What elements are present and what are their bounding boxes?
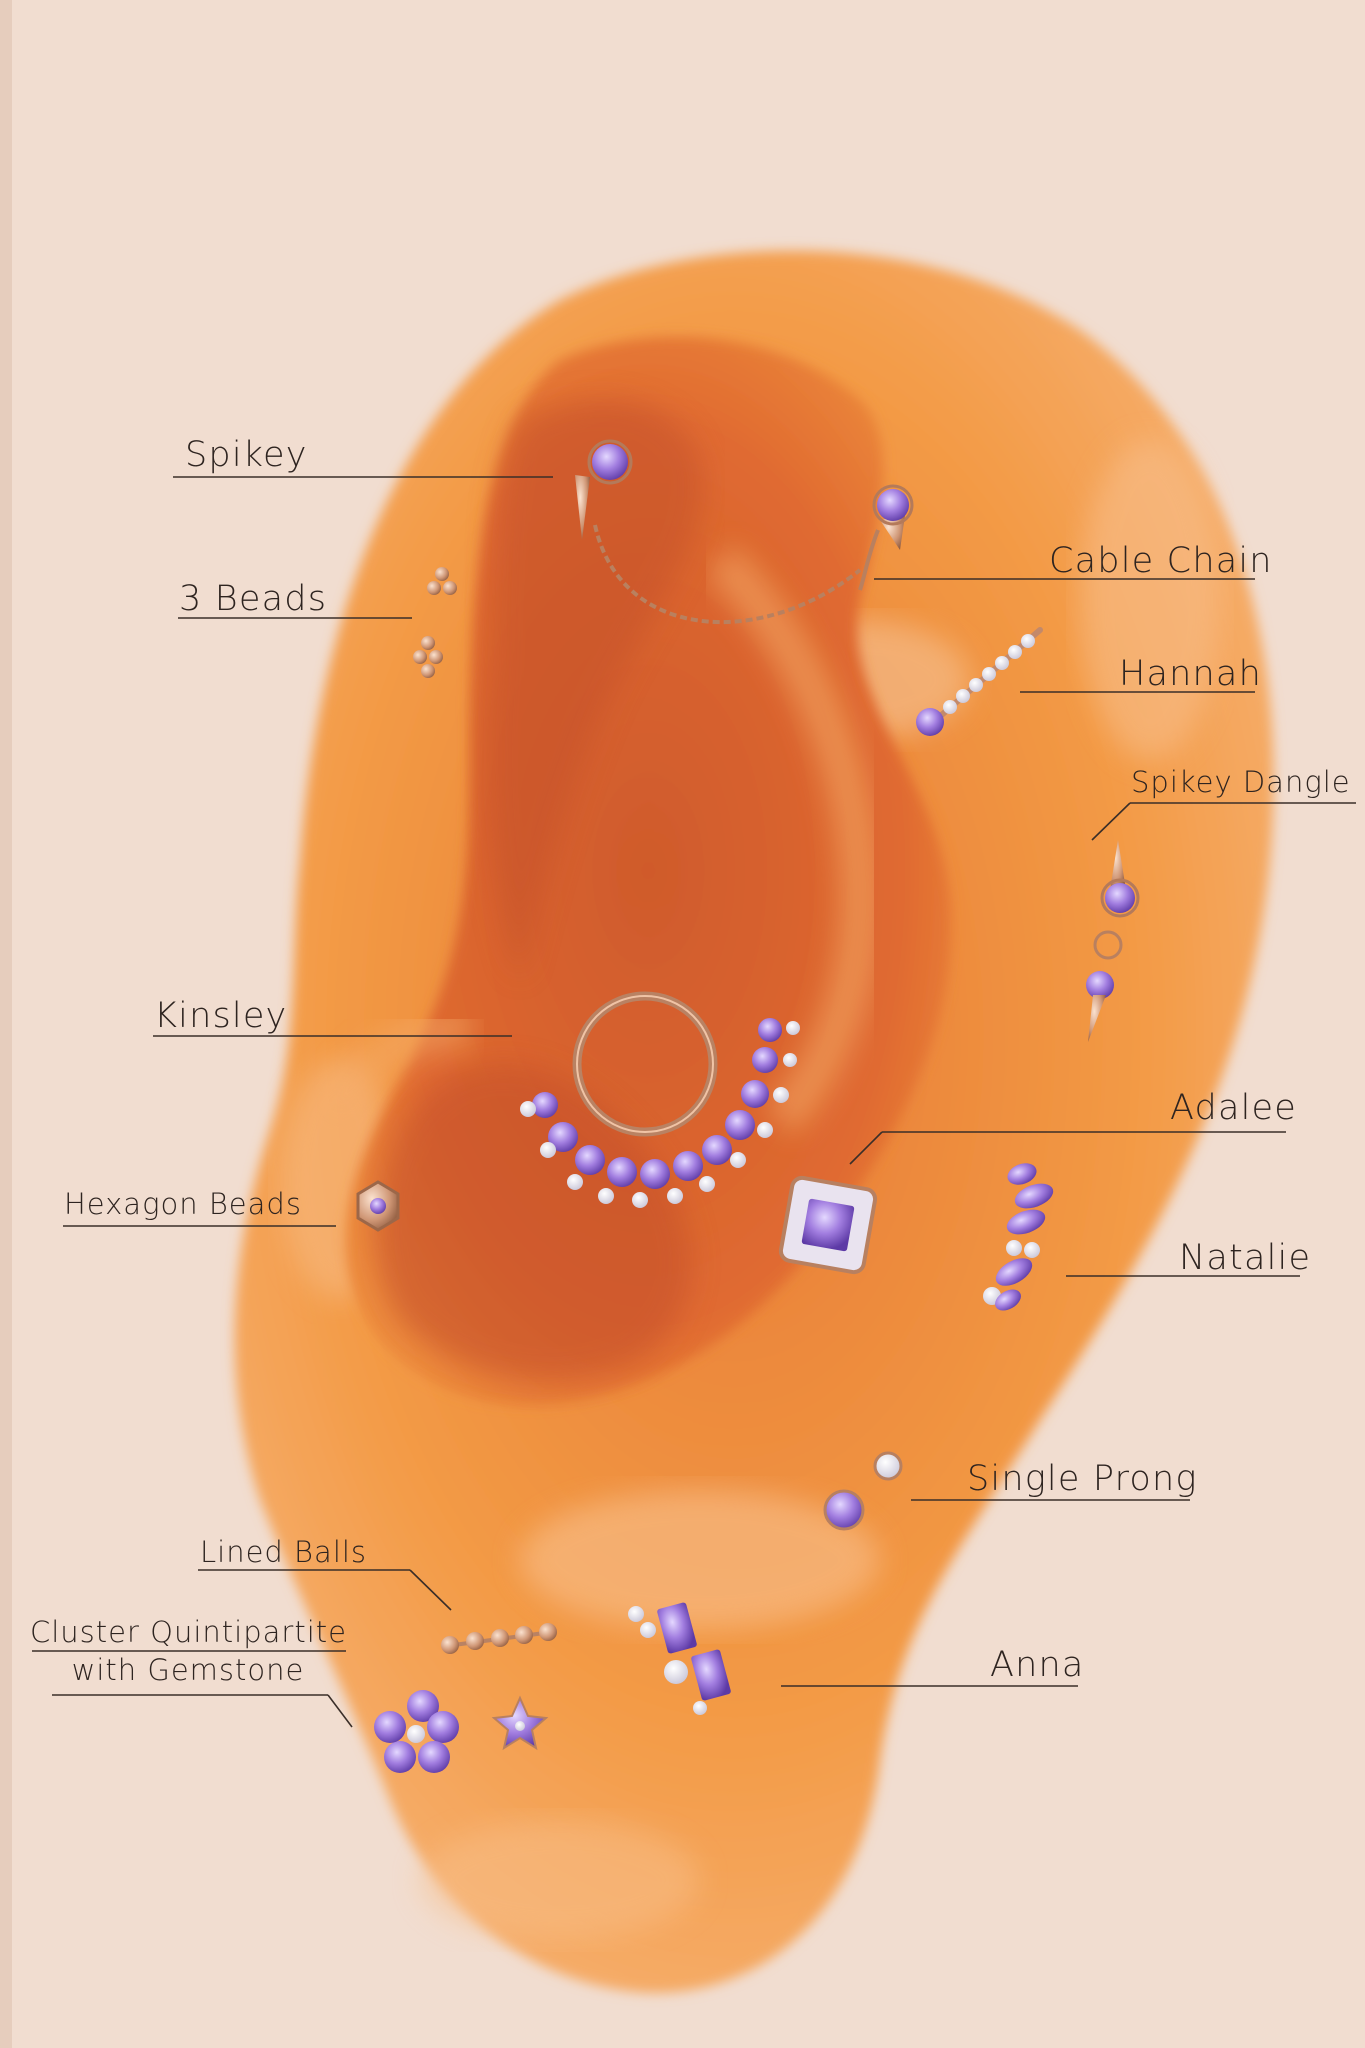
natalie-jewelry [983,1163,1054,1311]
spikey-dangle-jewelry [1086,840,1140,1042]
label-lined-balls: Lined Balls [200,1535,368,1569]
adalee-jewelry [778,1175,878,1275]
label-hannah: Hannah [1119,654,1262,694]
label-kinsley: Kinsley [154,996,288,1036]
hannah-jewelry [916,627,1043,736]
kinsley-jewelry [520,991,800,1208]
anna-jewelry [628,1602,731,1715]
single-prong-jewelry [823,1451,903,1531]
label-single-prong: Single Prong [967,1459,1198,1499]
label-cluster-line2: with Gemstone [71,1653,305,1687]
label-spikey-dangle: Spikey Dangle [1131,765,1351,799]
leader-lines [32,476,1356,1728]
spikey-jewelry [575,439,633,540]
label-3-beads: 3 Beads [179,579,328,619]
cable-chain-jewelry [593,484,914,624]
hexagon-beads-jewelry [356,1180,400,1232]
label-cluster-line1: Cluster Quintipartite [30,1615,347,1649]
three-beads-jewelry [413,567,457,678]
label-spikey: Spikey [185,435,308,475]
cluster-quintipartite-jewelry [374,1690,549,1773]
label-hexagon-beads: Hexagon Beads [64,1187,302,1221]
label-cable-chain: Cable Chain [1049,541,1273,581]
lined-balls-jewelry [441,1623,557,1654]
label-natalie: Natalie [1179,1238,1312,1278]
label-anna: Anna [990,1645,1085,1685]
label-adalee: Adalee [1170,1088,1297,1128]
